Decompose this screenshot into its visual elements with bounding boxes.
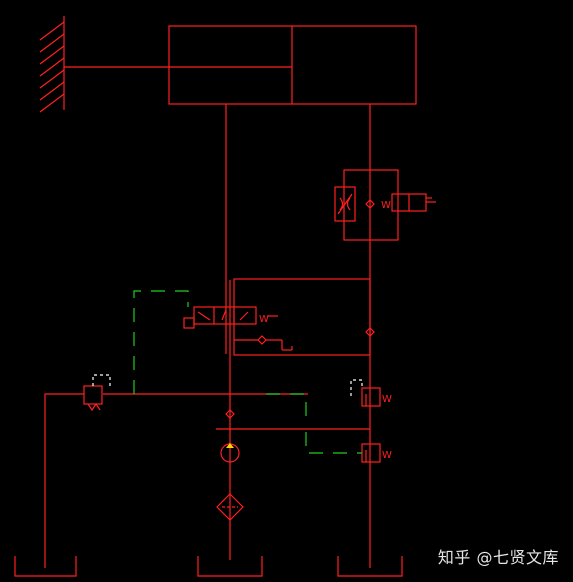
inline-check-valves (225, 327, 375, 419)
directional-valve: W (183, 306, 293, 351)
pressure-valve-lower: W (361, 443, 392, 463)
check-valve-symbol (365, 199, 375, 209)
tank-left-line (44, 393, 84, 568)
watermark: 知乎 @七贤文库 (437, 548, 559, 567)
pilot-lines (133, 290, 362, 454)
throttle-valve (334, 186, 356, 222)
hydraulic-pump (220, 443, 240, 463)
spring-symbol-3: W (382, 394, 392, 405)
spring-symbol-1: W (381, 200, 391, 211)
spring-symbol-4: W (382, 450, 392, 461)
tank-right (337, 556, 403, 577)
wall-mount (39, 16, 65, 113)
pressure-valve-upper: W (361, 387, 392, 407)
tanks (14, 393, 403, 577)
relief-valve-left (83, 385, 103, 412)
spring-symbol-2: W (259, 314, 269, 325)
pump-arrow-icon (226, 443, 234, 448)
tank-left (14, 556, 77, 577)
tank-center (197, 556, 263, 577)
main-lines (103, 104, 371, 568)
speed-control-module: W (334, 169, 436, 241)
drain-lines (92, 374, 363, 396)
oil-filter (216, 493, 244, 521)
hydraulic-cylinder (64, 25, 417, 105)
